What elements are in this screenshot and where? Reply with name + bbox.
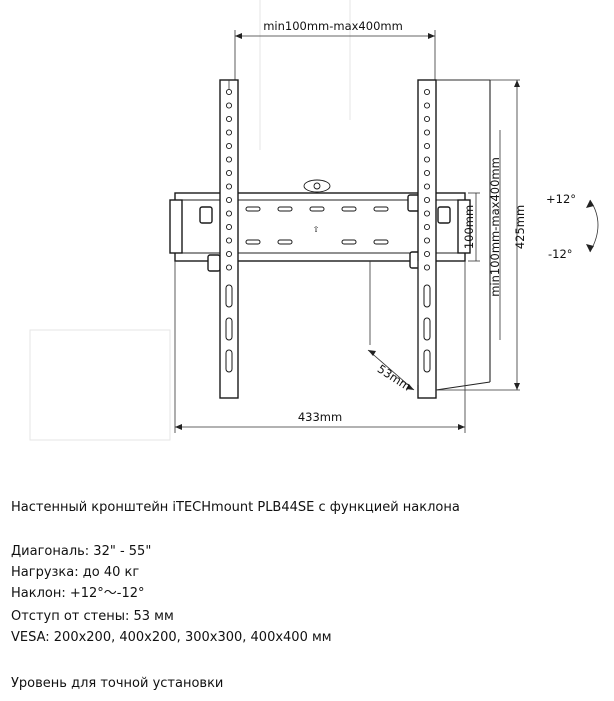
left-arm-mount-hole [225,264,233,271]
total-width-label: 433mm [298,410,342,424]
left-arm [219,79,239,399]
footer-note: Уровень для точной установки [11,676,224,691]
total-height-label: 425mm [513,205,527,249]
vesa-width-label: min100mm-max400mm [263,19,403,33]
left-arm-mount-hole [225,210,233,217]
dimension-rail-height: 100mm [462,192,480,262]
left-arm-mount-hole [225,196,233,204]
dimension-vesa-height: min100mm-max400mm [488,130,502,340]
left-arm-mount-hole [225,115,233,123]
svg-text:⇧: ⇧ [313,225,320,234]
right-arm [417,79,437,399]
right-arm-mount-hole [423,264,431,271]
tilt-indicator: +12° -12° [546,192,599,261]
vesa-height-label: min100mm-max400mm [488,157,502,297]
product-title: Настенный кронштейн iTECHmount PLB44SE с… [11,500,460,515]
right-arm-mount-hole [423,115,431,123]
right-arm-mount-hole [423,196,431,204]
side-profile [435,79,520,391]
spec-wall-distance: Отступ от стены: 53 мм [11,609,174,624]
left-arm-mount-hole [225,102,233,109]
left-arm-mount-hole [225,88,233,96]
depth-label: 53mm [375,362,414,394]
left-arm-mount-hole [225,142,233,150]
spec-tilt: Наклон: +12°～-12° [11,586,145,601]
right-arm-mount-hole [423,169,431,177]
dimension-total-height: 425mm [513,80,527,390]
mount-drawing: min100mm-max400mm ⇧ [29,0,599,441]
left-arm-mount-hole [225,250,233,258]
background-outline [29,0,351,441]
right-arm-mount-hole [423,250,431,258]
left-arm-mount-hole [225,156,233,163]
rail-height-label: 100mm [462,205,476,249]
right-arm-mount-hole [423,88,431,96]
left-arm-mount-hole [225,183,233,190]
right-arm-mount-hole [423,142,431,150]
left-arm-mount-hole [225,237,233,244]
dimension-depth: 53mm [367,261,419,394]
spec-diagonal: Диагональ: 32" - 55" [11,544,152,559]
left-arm-mount-hole [225,129,233,136]
right-arm-mount-hole [423,183,431,190]
dimension-vesa-width: min100mm-max400mm [234,19,436,80]
right-arm-mount-hole [423,223,431,231]
tilt-down-label: -12° [548,247,573,261]
right-arm-mount-hole [423,237,431,244]
left-arm-mount-hole [225,223,233,231]
left-arm-mount-hole [225,169,233,177]
right-arm-mount-hole [423,210,431,217]
dimension-total-width: 433mm [174,261,466,433]
spec-load: Нагрузка: до 40 кг [11,565,140,580]
tilt-up-label: +12° [546,192,576,206]
spec-vesa: VESA: 200x200, 400x200, 300x300, 400x400… [11,630,332,645]
right-arm-mount-hole [423,129,431,136]
right-arm-mount-hole [423,102,431,109]
right-arm-mount-hole [423,156,431,163]
